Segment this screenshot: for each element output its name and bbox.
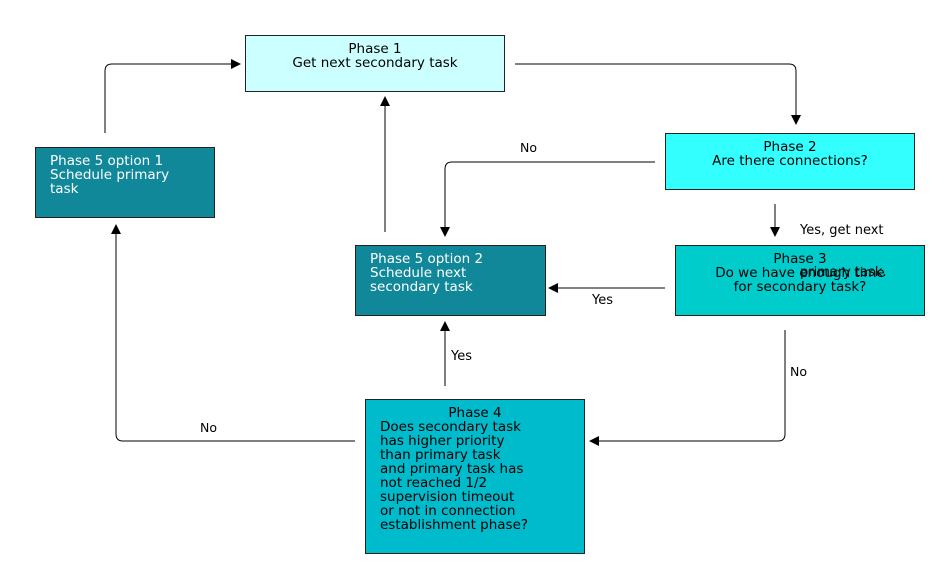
phase2-box: Phase 2 Are there connections? [665,133,915,190]
edge-label-phase2-no: No [520,140,537,155]
phase4-line: and primary task has [380,461,524,477]
phase4-line: establishment phase? [380,517,529,533]
phase4-title: Phase 4 [448,405,502,421]
phase5-option2-box: Phase 5 option 2 Schedule next secondary… [355,245,546,316]
phase5-option1-title: Phase 5 option 1 [50,153,164,169]
edge-label-phase3-yes: Yes [592,293,613,308]
edge-label-phase3-no: No [790,364,807,379]
phase2-line: Are there connections? [712,153,868,169]
phase5-option1-line: Schedule primary [50,167,170,183]
edge-label-phase4-yes: Yes [451,349,472,364]
phase3-title: Phase 3 [773,251,827,267]
phase2-title: Phase 2 [763,139,817,155]
edge-label-phase2-yes-line: Yes, get next [800,223,884,238]
phase1-box: Phase 1 Get next secondary task [245,35,505,92]
phase5-option1-line: task [50,181,79,197]
phase4-line: not reached 1/2 [380,475,488,491]
phase5-option1-box: Phase 5 option 1 Schedule primary task [35,147,215,218]
phase1-title: Phase 1 [348,41,402,57]
edge-phase4-no-to-phase5-opt1 [111,224,355,442]
phase5-option2-line: Schedule next [370,265,467,281]
phase4-line: has higher priority [380,433,505,449]
phase4-question: Does secondary task has higher priority … [366,420,584,532]
phase4-box: Phase 4 Does secondary task has higher p… [365,399,585,554]
edge-label-phase4-no: No [200,420,217,435]
phase4-line: or not in connection [380,503,516,519]
edge-phase2-no-to-phase5-opt2 [440,161,655,237]
phase5-option2-title: Phase 5 option 2 [370,251,484,267]
edge-phase1-to-phase2 [515,63,801,125]
phase4-line: supervision timeout [380,489,515,505]
edge-label-phase2-yes-line: primary task. [800,265,887,280]
phase3-line: for secondary task? [733,279,867,295]
phase3-line: Do we have enough time [715,265,885,281]
phase3-box: Phase 3 Do we have enough time for secon… [675,245,925,316]
phase4-line: Does secondary task [380,419,521,435]
phase5-option2-line: secondary task [370,279,473,295]
edge-label-phase2-yes: Yes, get next primary task. [800,196,887,308]
phase4-line: than primary task [380,447,501,463]
edge-phase5-opt1-to-phase1 [104,59,241,133]
phase1-line: Get next secondary task [292,55,458,71]
edge-phase3-no-to-phase4 [589,330,786,446]
